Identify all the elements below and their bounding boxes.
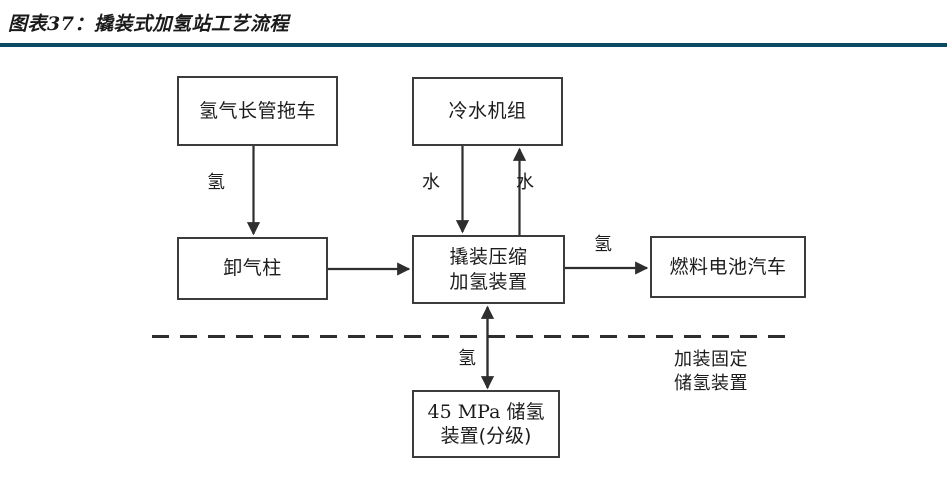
node-label-line1: 撬装压缩 [449,246,528,269]
node-chiller-unit[interactable]: 冷水机组 [412,77,563,146]
process-flow-diagram: 氢气长管拖车 冷水机组 卸气柱 撬装压缩 加氢装置 燃料电池汽车 45 MPa … [0,52,947,485]
node-label-line1: 45 MPa 储氢 [428,400,545,424]
page-title: 图表37：撬装式加氢站工艺流程 [8,13,289,35]
divider-note-line2: 储氢装置 [674,373,748,395]
node-label: 卸气柱 [223,257,282,280]
divider-note-line1: 加装固定 [674,349,748,370]
node-label: 冷水机组 [448,100,527,123]
node-hydrogen-tube-trailer[interactable]: 氢气长管拖车 [177,76,338,146]
diagram-connectors-layer [152,146,790,390]
node-fuel-cell-vehicle[interactable]: 燃料电池汽车 [650,236,806,298]
title-underline-rule [0,43,947,47]
edge-label-hydrogen-vehicle: 氢 [594,234,613,255]
node-label-line2: 装置(分级) [440,425,532,447]
node-label: 燃料电池汽车 [669,255,787,278]
node-label-line1-cn: 储氢 [506,400,545,423]
edge-label-water-supply: 水 [422,172,441,193]
node-label: 氢气长管拖车 [198,99,316,122]
node-label-line2: 加氢装置 [449,270,528,293]
edge-label-water-return: 水 [516,172,535,193]
edge-label-hydrogen-storage: 氢 [458,348,477,369]
node-skid-mounted-compression-refueling-unit[interactable]: 撬装压缩 加氢装置 [412,235,565,304]
node-label-pressure-value: 45 MPa [427,400,507,423]
node-hydrogen-storage-45mpa[interactable]: 45 MPa 储氢 装置(分级) [412,390,560,458]
edge-label-hydrogen-trailer: 氢 [207,172,226,193]
node-label-block: 撬装压缩 加氢装置 [449,245,527,294]
divider-note-fixed-storage: 加装固定 储氢装置 [674,348,748,397]
node-label-block: 45 MPa 储氢 装置(分级) [428,400,545,449]
chart-title-bar: 图表37：撬装式加氢站工艺流程 [0,0,947,52]
node-gas-unloading-column[interactable]: 卸气柱 [177,237,328,300]
